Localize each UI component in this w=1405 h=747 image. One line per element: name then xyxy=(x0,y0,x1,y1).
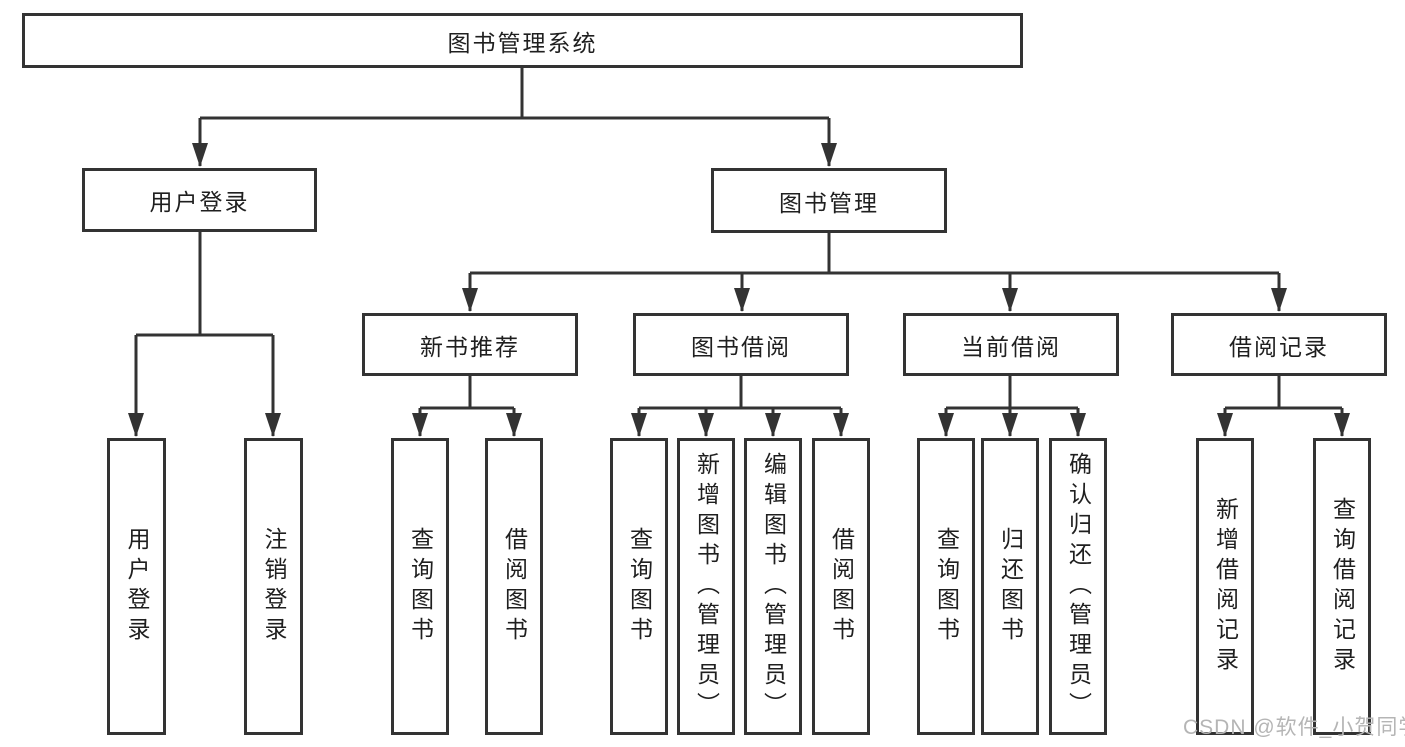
leaf-query-books-borrow: 查询图书 xyxy=(610,438,668,735)
leaf-label: 编辑图书（管理员） xyxy=(760,451,787,722)
leaf-user-login: 用户登录 xyxy=(107,438,166,735)
node-label: 当前借阅 xyxy=(961,333,1061,360)
leaf-query-borrow-record: 查询借阅记录 xyxy=(1313,438,1371,735)
node-label: 图书管理 xyxy=(779,189,879,216)
leaf-edit-book-admin: 编辑图书（管理员） xyxy=(744,438,802,735)
node-label: 图书管理系统 xyxy=(447,29,598,56)
leaf-label: 借阅图书 xyxy=(828,526,855,647)
node-label: 新书推荐 xyxy=(420,333,520,360)
leaf-label: 借阅图书 xyxy=(501,526,528,647)
node-user-login: 用户登录 xyxy=(82,168,317,232)
node-label: 用户登录 xyxy=(149,189,250,215)
node-label: 借阅记录 xyxy=(1229,333,1329,360)
node-book-borrow: 图书借阅 xyxy=(633,313,849,376)
leaf-label: 注销登录 xyxy=(261,526,287,647)
node-borrow-records: 借阅记录 xyxy=(1171,313,1387,376)
leaf-label: 新增图书（管理员） xyxy=(693,451,720,722)
leaf-add-borrow-record: 新增借阅记录 xyxy=(1196,438,1254,735)
node-current-borrow: 当前借阅 xyxy=(903,313,1119,376)
leaf-label: 确认归还（管理员） xyxy=(1065,451,1092,722)
leaf-label: 用户登录 xyxy=(124,526,150,647)
leaf-label: 归还图书 xyxy=(997,526,1024,647)
leaf-label: 新增借阅记录 xyxy=(1212,496,1239,677)
leaf-label: 查询借阅记录 xyxy=(1329,496,1356,677)
leaf-return-book: 归还图书 xyxy=(981,438,1039,735)
arrowheads xyxy=(128,143,1350,437)
leaf-query-books-recommend: 查询图书 xyxy=(391,438,449,735)
node-new-book-recommend: 新书推荐 xyxy=(362,313,578,376)
leaf-borrow-books: 借阅图书 xyxy=(812,438,870,735)
leaf-logout: 注销登录 xyxy=(244,438,303,735)
leaf-confirm-return-admin: 确认归还（管理员） xyxy=(1049,438,1107,735)
leaf-label: 查询图书 xyxy=(933,526,960,647)
leaf-label: 查询图书 xyxy=(626,526,653,647)
watermark: CSDN @软件_小贺同学 xyxy=(1183,716,1405,739)
leaf-add-book-admin: 新增图书（管理员） xyxy=(677,438,735,735)
leaf-label: 查询图书 xyxy=(407,526,434,647)
node-library-system: 图书管理系统 xyxy=(22,13,1023,68)
leaf-borrow-books-recommend: 借阅图书 xyxy=(485,438,543,735)
node-book-management: 图书管理 xyxy=(711,168,947,233)
leaf-query-books-current: 查询图书 xyxy=(917,438,975,735)
node-label: 图书借阅 xyxy=(691,333,791,360)
